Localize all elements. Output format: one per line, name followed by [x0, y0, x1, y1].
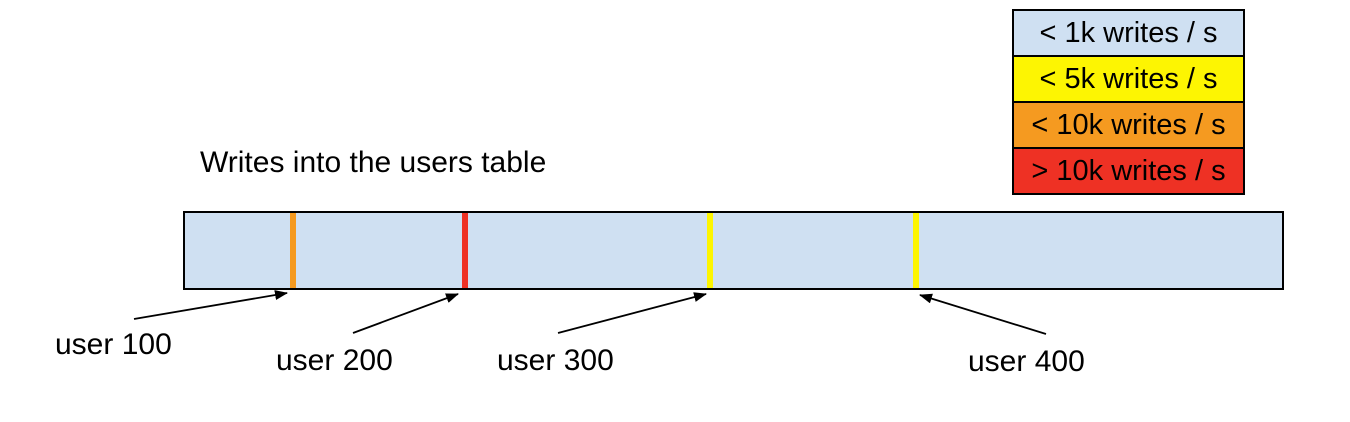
arrow-user-400 [919, 293, 1047, 335]
legend-item-label: < 5k writes / s [1039, 62, 1218, 95]
legend-item-lt-1k: < 1k writes / s [1012, 9, 1245, 57]
label-user-200: user 200 [276, 344, 393, 377]
legend-item-gt-10k: > 10k writes / s [1012, 147, 1245, 195]
users-table-bar [183, 211, 1284, 290]
label-user-400: user 400 [968, 345, 1085, 378]
write-hotspot-stripe-user-400 [912, 213, 919, 288]
label-user-300: user 300 [497, 344, 614, 377]
arrow-user-300 [557, 292, 707, 334]
arrow-user-200 [352, 293, 459, 334]
write-rate-legend: < 1k writes / s < 5k writes / s < 10k wr… [1012, 9, 1245, 195]
legend-item-label: < 1k writes / s [1039, 16, 1218, 49]
legend-item-label: < 10k writes / s [1031, 108, 1226, 141]
label-user-100: user 100 [55, 328, 172, 361]
arrow-user-100 [133, 290, 288, 320]
legend-item-lt-5k: < 5k writes / s [1012, 55, 1245, 103]
write-hotspot-stripe-user-100 [289, 213, 296, 288]
legend-item-lt-10k: < 10k writes / s [1012, 101, 1245, 149]
diagram-title: Writes into the users table [200, 146, 547, 179]
legend-item-label: > 10k writes / s [1031, 154, 1226, 187]
write-hotspot-stripe-user-300 [707, 213, 714, 288]
write-hotspot-stripe-user-200 [461, 213, 468, 288]
